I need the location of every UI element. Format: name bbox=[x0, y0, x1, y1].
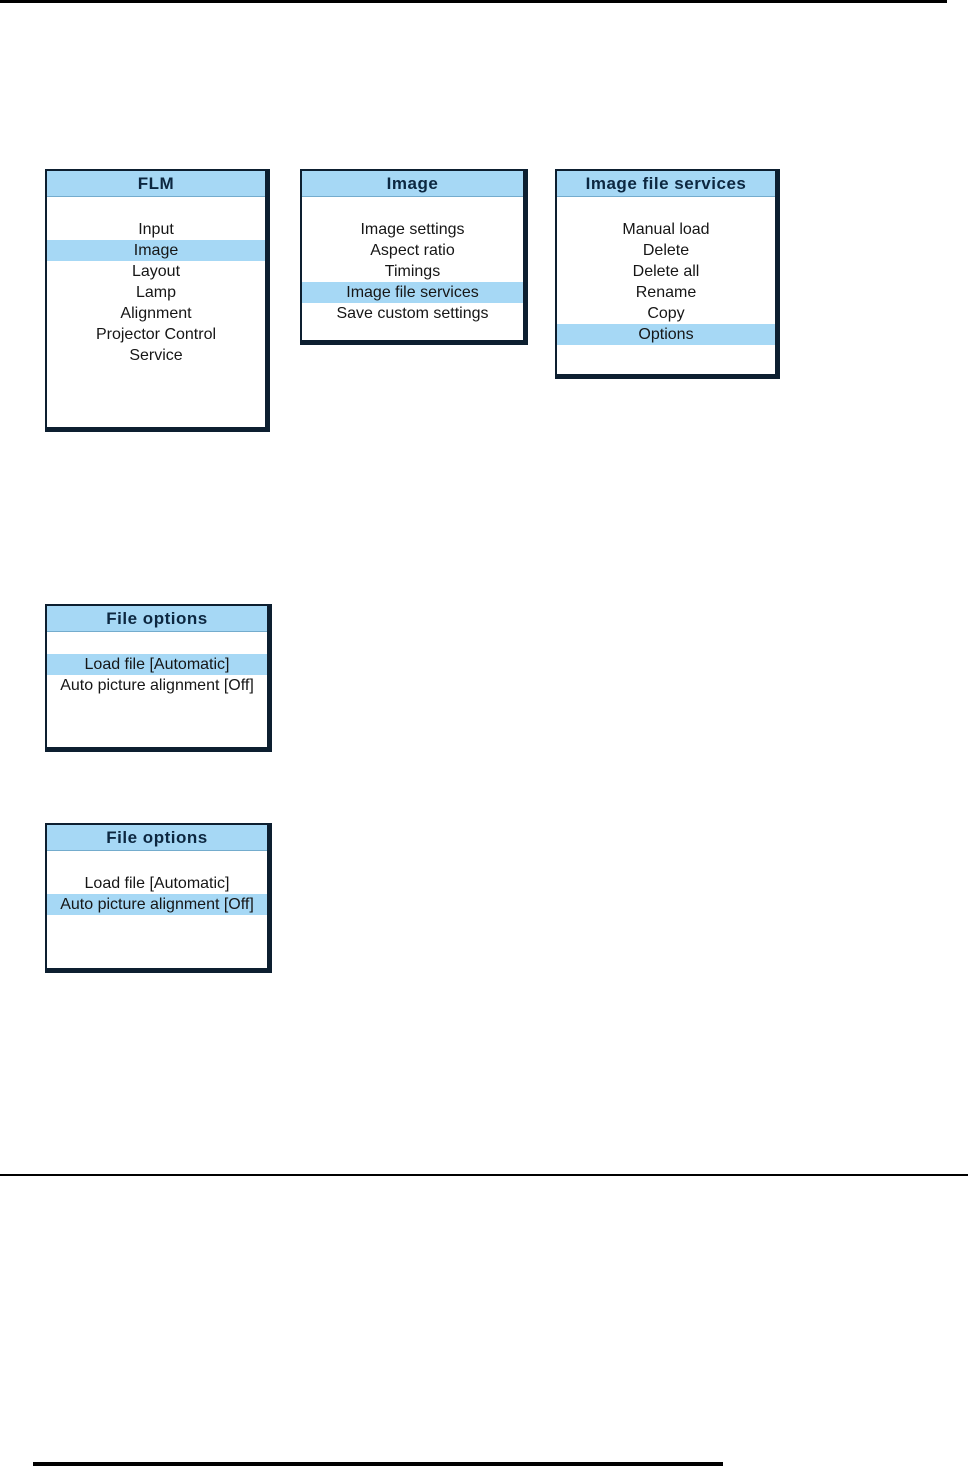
image-file-services-menu: Image file services Manual load Delete D… bbox=[555, 169, 780, 379]
menu-item-input: Input bbox=[138, 221, 174, 238]
menu-item-aspect-ratio: Aspect ratio bbox=[370, 242, 455, 259]
menu-item-projector-control: Projector Control bbox=[95, 326, 217, 343]
menu-item-options: Options bbox=[557, 324, 775, 345]
image-menu: Image Image settings Aspect ratio Timing… bbox=[300, 169, 528, 345]
file-options-menu-title: File options bbox=[47, 825, 267, 851]
header-rule bbox=[0, 0, 947, 3]
menu-spacer bbox=[47, 632, 267, 654]
menu-item-timings: Timings bbox=[384, 263, 441, 280]
section-divider-rule bbox=[0, 1174, 968, 1176]
menu-item-image-settings: Image settings bbox=[360, 221, 465, 238]
menu-spacer bbox=[557, 197, 775, 219]
menu-item-copy: Copy bbox=[647, 305, 685, 322]
menu-spacer bbox=[302, 197, 523, 219]
menu-item-load-file: Load file [Automatic] bbox=[84, 875, 230, 892]
menu-item-save-custom-settings: Save custom settings bbox=[336, 305, 489, 322]
footnote-rule bbox=[33, 1462, 723, 1466]
menu-item-image-file-services: Image file services bbox=[302, 282, 523, 303]
menu-item-service: Service bbox=[129, 347, 183, 364]
menu-item-delete-all: Delete all bbox=[632, 263, 700, 280]
menu-item-auto-picture-alignment: Auto picture alignment [Off] bbox=[47, 894, 267, 915]
file-options-menu-auto-picture-alignment-selected: File options Load file [Automatic] Auto … bbox=[45, 823, 272, 973]
menu-item-delete: Delete bbox=[642, 242, 690, 259]
menu-item-lamp: Lamp bbox=[135, 284, 177, 301]
file-options-menu-title: File options bbox=[47, 606, 267, 632]
menu-item-load-file: Load file [Automatic] bbox=[47, 654, 267, 675]
image-file-services-menu-title: Image file services bbox=[557, 171, 775, 197]
menu-spacer bbox=[47, 851, 267, 873]
menu-item-alignment: Alignment bbox=[120, 305, 192, 322]
menu-item-image: Image bbox=[47, 240, 265, 261]
menu-spacer bbox=[47, 197, 265, 219]
menu-item-auto-picture-alignment: Auto picture alignment [Off] bbox=[60, 677, 254, 694]
flm-menu: FLM Input Image Layout Lamp Alignment Pr… bbox=[45, 169, 270, 432]
menu-item-layout: Layout bbox=[131, 263, 181, 280]
menu-item-rename: Rename bbox=[635, 284, 697, 301]
image-menu-title: Image bbox=[302, 171, 523, 197]
menu-item-manual-load: Manual load bbox=[622, 221, 710, 238]
file-options-menu-load-file-selected: File options Load file [Automatic] Auto … bbox=[45, 604, 272, 752]
flm-menu-title: FLM bbox=[47, 171, 265, 197]
